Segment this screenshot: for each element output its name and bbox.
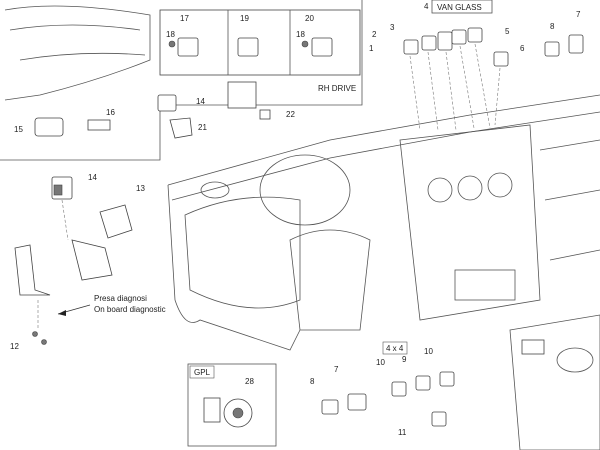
label-19: 19	[240, 14, 249, 23]
label-18: 18	[166, 30, 175, 39]
label-7: 7	[334, 365, 339, 374]
label-1: 1	[369, 44, 374, 53]
label-3: 3	[390, 23, 395, 32]
switch-19	[237, 37, 259, 57]
rh-drive-label: RH DRIVE	[318, 84, 356, 93]
label-7: 7	[576, 10, 581, 19]
4x4-box	[382, 341, 408, 355]
label-14: 14	[88, 173, 97, 182]
diagnostic-label-en: On board diagnostic	[94, 305, 166, 314]
bottom-switches: GPL 28 8 7 4 x 4 9 10 10 11	[187, 341, 455, 447]
switch-20	[311, 37, 333, 57]
label-15: 15	[14, 125, 23, 134]
van-glass-box	[431, 0, 493, 14]
label-18: 18	[296, 30, 305, 39]
label-6: 6	[520, 44, 525, 53]
label-10: 10	[424, 347, 433, 356]
label-17: 17	[180, 14, 189, 23]
diagnostic-group: 14 13 12 Presa diagnosi On board diagnos…	[10, 173, 166, 351]
switch-17	[177, 37, 199, 57]
label-13: 13	[136, 184, 145, 193]
dashboard-body	[167, 94, 600, 450]
label-8: 8	[550, 22, 555, 31]
label-28: 28	[245, 377, 254, 386]
label-4: 4	[424, 2, 429, 11]
top-switches: VAN GLASS 2 1 4 5 6 8 7 3	[369, 0, 584, 131]
label-9: 9	[402, 355, 407, 364]
label-11: 11	[398, 428, 407, 437]
label-12: 12	[10, 342, 19, 351]
label-8: 8	[310, 377, 315, 386]
diagnostic-label-it: Presa diagnosi	[94, 294, 147, 303]
label-21: 21	[198, 123, 207, 132]
label-20: 20	[305, 14, 314, 23]
rh-drive-inset: 17 18 19 20 18 RH DRIVE 14 21 22 15 16	[0, 0, 363, 161]
label-5: 5	[505, 27, 510, 36]
van-glass-label: VAN GLASS	[437, 3, 482, 12]
label-2: 2	[372, 30, 377, 39]
label-10: 10	[376, 358, 385, 367]
label-16: 16	[106, 108, 115, 117]
gpl-label: GPL	[194, 368, 211, 377]
label-22: 22	[286, 110, 295, 119]
4x4-label: 4 x 4	[386, 344, 404, 353]
label-14: 14	[196, 97, 205, 106]
